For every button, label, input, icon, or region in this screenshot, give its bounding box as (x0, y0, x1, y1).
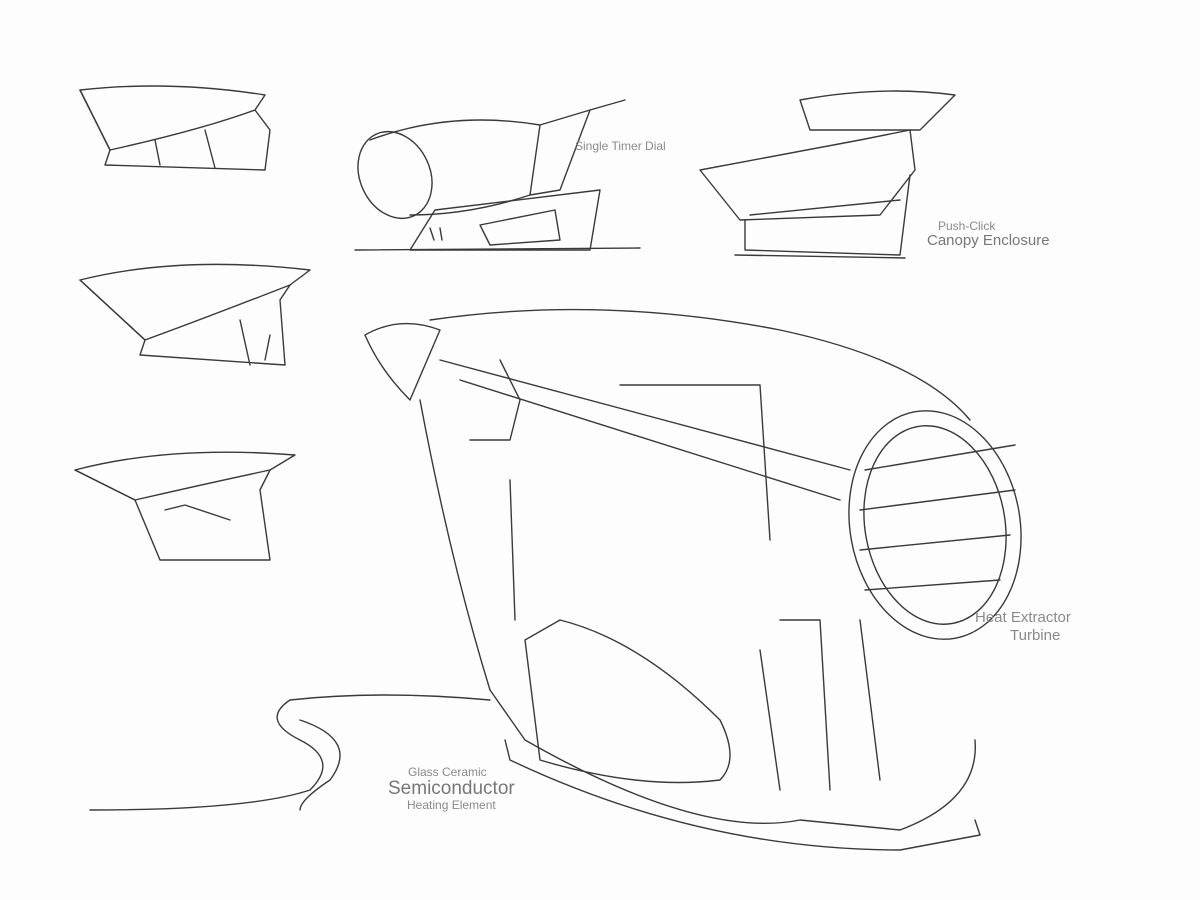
canopy-sketch (699, 90, 956, 259)
label-semiconductor: Semiconductor (388, 778, 515, 799)
label-canopy-enclosure: Canopy Enclosure (927, 232, 1050, 249)
side-view-sketch (354, 99, 641, 251)
thumbnail-sketch-3 (74, 451, 296, 561)
label-turbine: Turbine (1010, 627, 1061, 644)
thumbnail-sketch-2 (79, 263, 311, 366)
label-heating-element: Heating Element (407, 798, 496, 812)
label-push-click: Push-Click (938, 219, 996, 233)
main-heater-sketch (89, 308, 1022, 851)
label-timer-dial: Single Timer Dial (575, 139, 666, 153)
label-heat-extractor: Heat Extractor (975, 609, 1071, 626)
thumbnail-sketch-1 (79, 85, 271, 171)
label-glass-ceramic: Glass Ceramic (408, 765, 487, 779)
